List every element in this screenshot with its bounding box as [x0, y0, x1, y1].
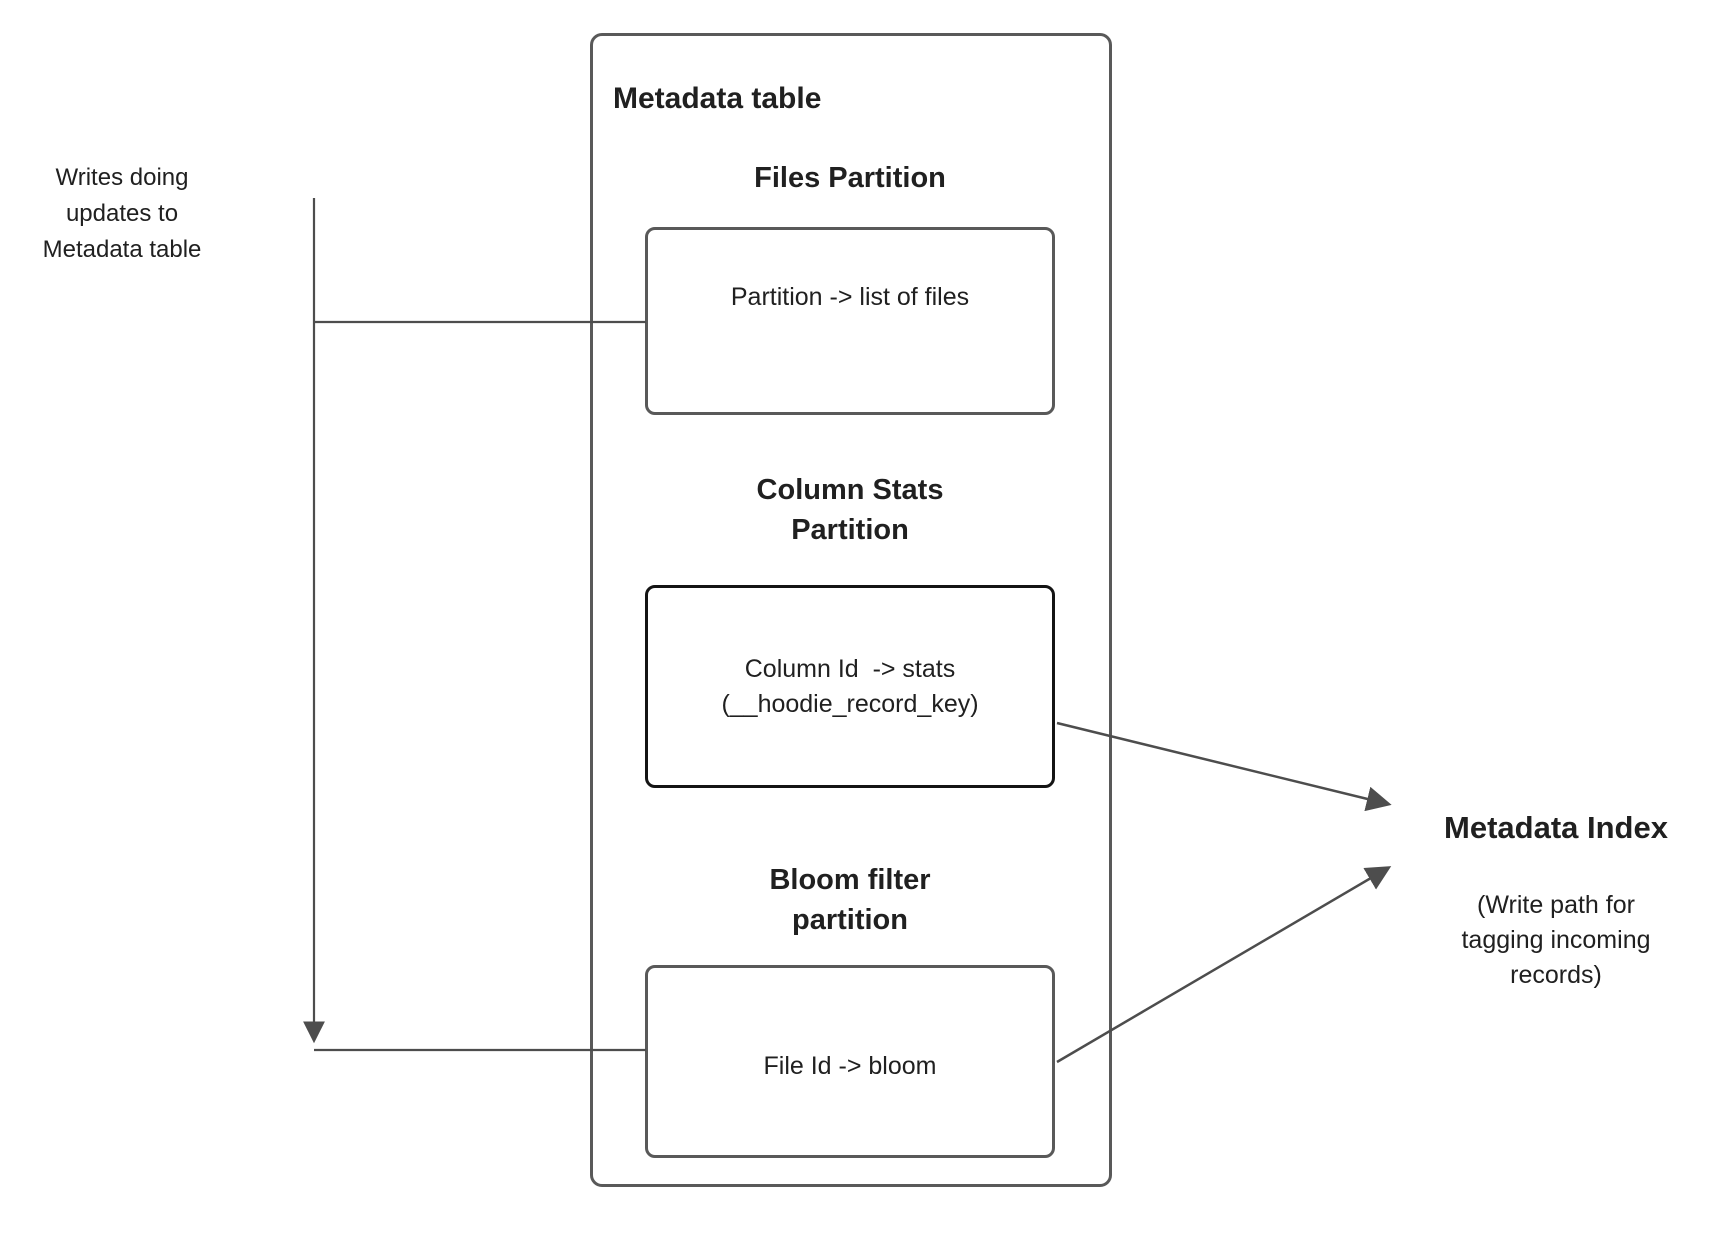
bloom-filter-partition-box-text: File Id -> bloom [763, 1052, 937, 1080]
files-partition-box: Partition -> list of files [645, 227, 1055, 415]
files-partition-box-text: Partition -> list of files [730, 282, 970, 311]
bloom-filter-partition-heading: Bloom filter partition [769, 864, 931, 936]
writes-annotation: Writes doing updates to Metadata table [42, 164, 202, 263]
column-stats-partition-box-text: Column Id -> stats (__hoodie_record_key) [721, 654, 979, 718]
metadata-table-container [590, 33, 1112, 1187]
column-stats-partition-heading: Column Stats Partition [756, 474, 944, 546]
metadata-index-title: Metadata Index [1444, 810, 1668, 845]
bloom-filter-partition-box: File Id -> bloom [645, 965, 1055, 1158]
metadata-index-subtitle: (Write path for tagging incoming records… [1461, 891, 1651, 989]
column-stats-partition-box: Column Id -> stats (__hoodie_record_key) [645, 585, 1055, 788]
files-partition-heading: Files Partition [754, 162, 946, 194]
metadata-table-title: Metadata table [613, 82, 822, 115]
